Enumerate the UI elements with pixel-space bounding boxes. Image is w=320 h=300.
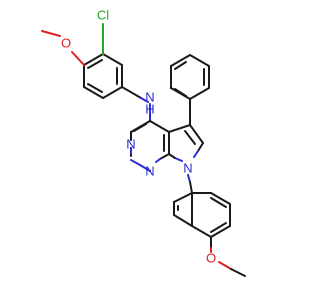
bond <box>210 225 231 238</box>
bond <box>130 159 141 166</box>
bond <box>41 30 61 37</box>
amine-hydrogen-label: H <box>145 102 154 117</box>
bond <box>218 261 232 270</box>
bond <box>159 153 170 160</box>
chlorine-atom-label: Cl <box>97 8 109 23</box>
bond <box>193 150 199 158</box>
bond-layer <box>41 23 246 277</box>
bond <box>174 61 187 70</box>
bond <box>87 59 103 69</box>
bond <box>121 86 142 99</box>
bond <box>102 53 123 66</box>
molecule-structure: Cl O N H N N N O <box>41 8 246 277</box>
bond <box>71 51 85 66</box>
bond <box>173 214 193 227</box>
bond <box>168 153 176 159</box>
bond <box>189 124 204 144</box>
bond <box>133 123 147 132</box>
bond <box>184 130 196 145</box>
bond <box>83 86 104 99</box>
bond <box>189 54 210 67</box>
bond <box>230 268 246 277</box>
bond <box>139 164 151 172</box>
bond <box>197 142 204 152</box>
atom-label-layer: Cl O N H N N N O <box>61 8 216 266</box>
bond <box>102 86 123 99</box>
bond <box>174 88 187 97</box>
bond <box>191 225 212 238</box>
bond <box>149 120 170 133</box>
bond <box>189 87 210 100</box>
pyrrole-nitrogen-label: N <box>183 161 192 176</box>
bond <box>140 97 149 103</box>
bond <box>168 124 191 133</box>
bond <box>210 197 227 208</box>
pyrimidine-nitrogen-label: N <box>145 164 154 179</box>
bond <box>155 158 161 163</box>
methoxy-oxygen-label: O <box>61 36 71 51</box>
bond <box>83 53 104 66</box>
pyrimidine-nitrogen-label: N <box>126 137 135 152</box>
bond <box>187 174 191 183</box>
bond <box>87 83 103 93</box>
methoxy-oxygen-label: O <box>206 251 216 266</box>
bond <box>173 192 193 203</box>
bond <box>174 157 183 162</box>
bond <box>210 222 227 233</box>
bond <box>170 54 191 67</box>
bond <box>210 192 231 205</box>
bond <box>189 181 193 194</box>
amine-nitrogen-label: N <box>145 90 154 105</box>
